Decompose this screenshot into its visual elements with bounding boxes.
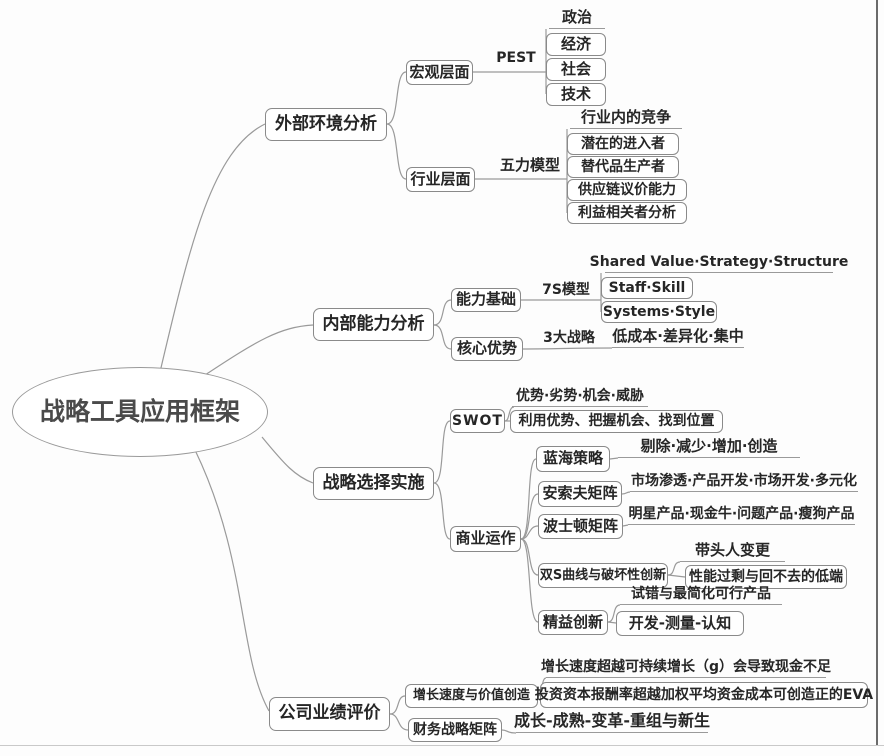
leaf-lowcost-differentiation-focus[interactable]: 低成本·差异化·集中 — [612, 328, 744, 348]
node-business-operation[interactable]: 商业运作 — [450, 526, 521, 552]
node-capability-foundation[interactable]: 能力基础 — [451, 288, 521, 312]
node-swot[interactable]: SWOT — [450, 409, 505, 433]
leaf-swot-elements[interactable]: 优势·劣势·机会·威胁 — [512, 389, 648, 407]
node-core-advantage[interactable]: 核心优势 — [451, 337, 523, 361]
leaf-staff-skill[interactable]: Staff·Skill — [601, 277, 693, 299]
leaf-growth-maturity-change-rebirth[interactable]: 成长-成熟-变革-重组与新生 — [514, 712, 710, 733]
leaf-shared-value-strategy-structure[interactable]: Shared Value·Strategy·Structure — [590, 255, 848, 273]
branch-strategy-selection-implementation[interactable]: 战略选择实施 — [313, 467, 434, 500]
leaf-systems-style[interactable]: Systems·Style — [601, 301, 717, 323]
branch-external-environment-analysis[interactable]: 外部环境分析 — [265, 108, 387, 141]
leaf-growth-exceeds-sustainable-growth[interactable]: 增长速度超越可持续增长（g）会导致现金不足 — [541, 660, 831, 678]
node-lean-innovation[interactable]: 精益创新 — [538, 610, 608, 635]
leaf-build-measure-learn[interactable]: 开发-测量-认知 — [616, 611, 744, 636]
root-topic[interactable]: 战略工具应用框架 — [12, 367, 268, 457]
leaf-economy[interactable]: 经济 — [546, 33, 606, 56]
leaf-technology[interactable]: 技术 — [546, 83, 606, 106]
leaf-stakeholder-analysis[interactable]: 利益相关者分析 — [567, 202, 687, 224]
leaf-performance-surplus-low-end[interactable]: 性能过剩与回不去的低端 — [685, 565, 847, 589]
node-double-s-curve-disruptive-innovation[interactable]: 双S曲线与破坏性创新 — [538, 563, 668, 588]
leaf-potential-entrants[interactable]: 潜在的进入者 — [567, 133, 679, 155]
image-bottom-border — [0, 745, 884, 746]
leaf-leader-change[interactable]: 带头人变更 — [680, 542, 785, 562]
leaf-ansoff-growth-options[interactable]: 市场渗透·产品开发·市场开发·多元化 — [630, 474, 858, 492]
connector-label-3-strategies[interactable]: 3大战略 — [543, 329, 595, 346]
node-macro-level[interactable]: 宏观层面 — [406, 60, 473, 85]
connector-label-7s-model[interactable]: 7S模型 — [542, 281, 590, 298]
connector-label-five-forces[interactable]: 五力模型 — [499, 156, 560, 175]
node-growth-and-value-creation[interactable]: 增长速度与价值创造 — [405, 684, 538, 708]
leaf-industry-competition[interactable]: 行业内的竞争 — [570, 109, 682, 129]
leaf-swot-application[interactable]: 利用优势、把握机会、找到位置 — [510, 410, 723, 433]
leaf-society[interactable]: 社会 — [546, 58, 606, 81]
leaf-supply-chain-bargaining[interactable]: 供应链议价能力 — [567, 179, 687, 201]
branch-company-performance-evaluation[interactable]: 公司业绩评价 — [269, 697, 390, 731]
connector-label-pest[interactable]: PEST — [496, 50, 536, 67]
leaf-eliminate-reduce-raise-create[interactable]: 剔除·减少·增加·创造 — [618, 438, 800, 458]
leaf-trial-error-mvp[interactable]: 试错与最简化可行产品 — [620, 587, 782, 605]
node-industry-level[interactable]: 行业层面 — [406, 167, 475, 192]
node-blue-ocean-strategy[interactable]: 蓝海策略 — [536, 446, 610, 472]
node-ansoff-matrix[interactable]: 安索夫矩阵 — [538, 481, 622, 507]
leaf-politics[interactable]: 政治 — [549, 9, 605, 29]
image-right-border — [876, 0, 878, 746]
leaf-bcg-products[interactable]: 明星产品·现金牛·问题产品·瘦狗产品 — [628, 507, 855, 525]
branch-internal-capability-analysis[interactable]: 内部能力分析 — [313, 308, 434, 341]
node-boston-matrix[interactable]: 波士顿矩阵 — [538, 514, 623, 539]
leaf-substitute-producers[interactable]: 替代品生产者 — [567, 156, 679, 178]
node-financial-strategy-matrix[interactable]: 财务战略矩阵 — [408, 718, 502, 742]
leaf-roic-exceeds-wacc-positive-eva[interactable]: 投资资本报酬率超越加权平均资金成本可创造正的EVA — [535, 682, 873, 708]
